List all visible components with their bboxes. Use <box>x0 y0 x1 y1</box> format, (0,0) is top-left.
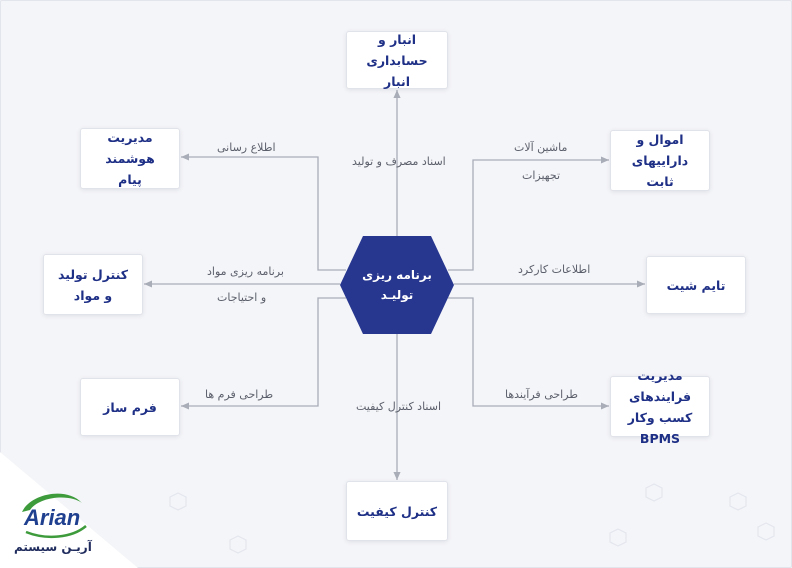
edge-label-mid-right: اطلاعات کارکرد <box>518 263 591 276</box>
logo-brand: Arian <box>24 505 81 530</box>
node-warehouse-accounting-line2: انبار <box>384 73 410 89</box>
edge-label-mid-left-2: و احتیاجات <box>217 291 267 304</box>
edge-top-right <box>448 156 609 271</box>
node-production-control-line2: و مواد <box>73 287 113 303</box>
node-production-control: کنترل تولید و مواد <box>43 254 143 315</box>
node-quality-control-line1: کنترل کیفیت <box>356 503 438 519</box>
node-timesheet: تایم شیت <box>646 256 746 314</box>
node-form-builder-line1: فرم ساز <box>103 399 157 415</box>
edge-label-top: اسناد مصرف و تولید <box>352 155 446 168</box>
node-fixed-assets-line1: اموال و داراییهای <box>631 132 689 168</box>
logo-swoosh <box>22 493 82 512</box>
edge-bottom-right <box>448 297 609 410</box>
hub-label: برنامه ریزی تولیـد <box>340 244 454 326</box>
edge-label-top-right-1: ماشین آلات <box>514 141 568 154</box>
edge-label-bottom-left: طراحی فرم ها <box>205 388 274 401</box>
edge-label-mid-left-1: برنامه ریزی مواد <box>207 265 284 278</box>
edge-label-top-left: اطلاع رسانی <box>217 141 276 154</box>
node-bpms: مدیریت فرایندهای کسب وکار BPMS <box>610 368 710 446</box>
node-smart-messaging-line1: مدیریت هوشمند <box>105 130 155 166</box>
edge-label-top-right-2: تجهیزات <box>522 169 561 182</box>
edge-label-bottom: اسناد کنترل کیفیت <box>356 400 442 413</box>
node-bpms-line2: کسب وکار BPMS <box>627 409 693 446</box>
logo-tagline: آریـن سیستم <box>14 540 92 554</box>
edge-bottom-left <box>181 297 346 410</box>
logo-underline <box>25 525 87 538</box>
logo-corner <box>0 452 138 568</box>
edge-top-left <box>181 153 346 271</box>
background-hexagons <box>169 483 775 554</box>
node-fixed-assets: اموال و داراییهای ثابت <box>610 130 710 191</box>
node-smart-messaging-line2: پیام <box>118 172 142 187</box>
node-smart-messaging: مدیریت هوشمند پیام <box>80 128 180 189</box>
node-quality-control: کنترل کیفیت <box>346 481 448 541</box>
node-production-control-line1: کنترل تولید <box>58 266 128 282</box>
hub-label-line2: تولیـد <box>380 288 414 302</box>
edge-label-bottom-right: طراحی فرآیندها <box>505 388 579 401</box>
node-warehouse-accounting-line1: انبار و حسابداری <box>366 31 428 68</box>
hub-label-line1: برنامه ریزی <box>362 268 432 282</box>
node-timesheet-line1: تایم شیت <box>666 277 726 293</box>
node-fixed-assets-line2: ثابت <box>646 174 674 189</box>
node-warehouse-accounting: انبار و حسابداری انبار <box>346 31 448 89</box>
hub-hexagon <box>340 236 454 334</box>
node-form-builder: فرم ساز <box>80 378 180 436</box>
node-bpms-line1: مدیریت فرایندهای <box>628 367 692 404</box>
